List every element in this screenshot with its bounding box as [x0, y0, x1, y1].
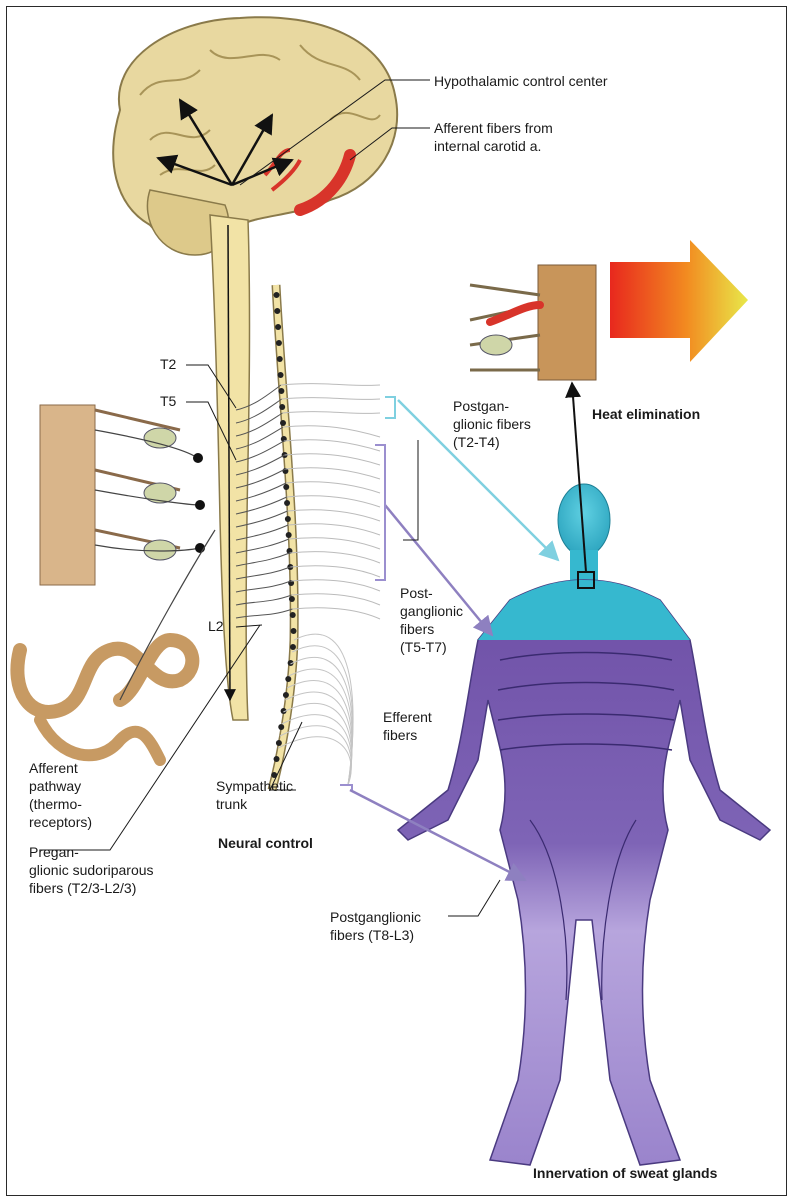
label-afferent-carotid-2: internal carotid a.: [434, 138, 541, 154]
postganglionic-fiber: [285, 454, 380, 465]
postganglionic-fiber: [281, 384, 380, 386]
ganglion: [279, 404, 285, 410]
communicating-rami: [236, 384, 380, 785]
label-postgan-t8l3-1: Postganglionic: [330, 909, 421, 925]
label-symp-trunk-2: trunk: [216, 796, 248, 812]
ganglion: [275, 324, 281, 330]
label-afferent-path-1: Afferent: [29, 760, 78, 776]
ganglion: [285, 676, 291, 682]
human-body: [398, 383, 770, 1165]
label-afferent-path-2: pathway: [29, 778, 81, 794]
label-post-t5t7-1: Post-: [400, 585, 433, 601]
ganglion: [285, 516, 291, 522]
ganglion: [276, 740, 282, 746]
ganglion: [276, 340, 282, 346]
ganglion: [286, 532, 292, 538]
postganglionic-fiber: [284, 440, 380, 451]
postganglionic-fiber: [291, 580, 380, 591]
label-efferent-1: Efferent: [383, 709, 432, 725]
ganglion: [290, 612, 296, 618]
ganglion: [274, 292, 280, 298]
efferent-fiber: [285, 692, 352, 785]
ganglion: [283, 692, 289, 698]
label-post-t5t7-4: (T5-T7): [400, 639, 447, 655]
label-postgan-t2t4-1: Postgan-: [453, 398, 509, 414]
label-pregan-1: Pregan-: [29, 844, 79, 860]
ganglion: [291, 628, 297, 634]
label-efferent-2: fibers: [383, 727, 417, 743]
label-neural-control: Neural control: [218, 835, 313, 851]
ganglion: [274, 756, 280, 762]
postganglionic-fiber: [287, 510, 380, 521]
postganglionic-fiber: [282, 398, 380, 400]
label-pregan-2: glionic sudoriparous: [29, 862, 154, 878]
label-afferent-path-3: (thermo-: [29, 796, 82, 812]
postganglionic-fiber: [290, 566, 380, 577]
efferent-fiber: [294, 634, 353, 785]
postganglionic-fiber: [285, 468, 380, 479]
label-afferent-path-4: receptors): [29, 814, 92, 830]
postganglionic-fiber: [287, 496, 380, 507]
label-t2: T2: [160, 356, 177, 372]
label-pregan-3: fibers (T2/3-L2/3): [29, 880, 136, 896]
label-heat-elimination: Heat elimination: [592, 406, 700, 422]
postganglionic-fiber: [286, 482, 380, 493]
label-hypothalamic: Hypothalamic control center: [434, 73, 608, 89]
label-postgan-t2t4-3: (T2-T4): [453, 434, 500, 450]
heat-elimination-graphic: [470, 240, 748, 380]
label-post-t5t7-2: ganglionic: [400, 603, 463, 619]
ganglion: [278, 388, 284, 394]
skin-receptor-blocks: [40, 405, 205, 585]
label-l2: L2: [208, 618, 224, 634]
postganglionic-fiber: [292, 594, 380, 605]
label-postgan-t8l3-2: fibers (T8-L3): [330, 927, 414, 943]
efferent-fiber: [289, 669, 353, 785]
label-innervation: Innervation of sweat glands: [533, 1165, 718, 1181]
efferent-fiber: [282, 715, 352, 785]
ganglion: [280, 420, 286, 426]
spinal-cord: [210, 215, 250, 720]
efferent-fiber: [290, 657, 352, 785]
ganglion: [278, 372, 284, 378]
ganglion: [283, 484, 289, 490]
ganglion: [278, 724, 284, 730]
postganglionic-fiber: [288, 524, 380, 535]
ganglion: [290, 644, 296, 650]
postganglionic-fiber: [290, 552, 380, 563]
sympathetic-trunk: [236, 285, 380, 790]
label-afferent-carotid-1: Afferent fibers from: [434, 120, 553, 136]
ganglion: [289, 596, 295, 602]
label-postgan-t2t4-2: glionic fibers: [453, 416, 531, 432]
efferent-fiber: [280, 726, 351, 785]
label-symp-trunk-1: Sympathetic: [216, 778, 293, 794]
postganglionic-fiber: [292, 608, 380, 619]
ganglion: [284, 500, 290, 506]
postganglionic-fiber: [282, 412, 380, 414]
postganglionic-fiber: [289, 538, 380, 549]
brain: [113, 17, 397, 255]
label-post-t5t7-3: fibers: [400, 621, 434, 637]
ganglion: [274, 308, 280, 314]
postganglionic-fiber: [283, 426, 380, 437]
label-t5: T5: [160, 393, 177, 409]
ganglion: [277, 356, 283, 362]
